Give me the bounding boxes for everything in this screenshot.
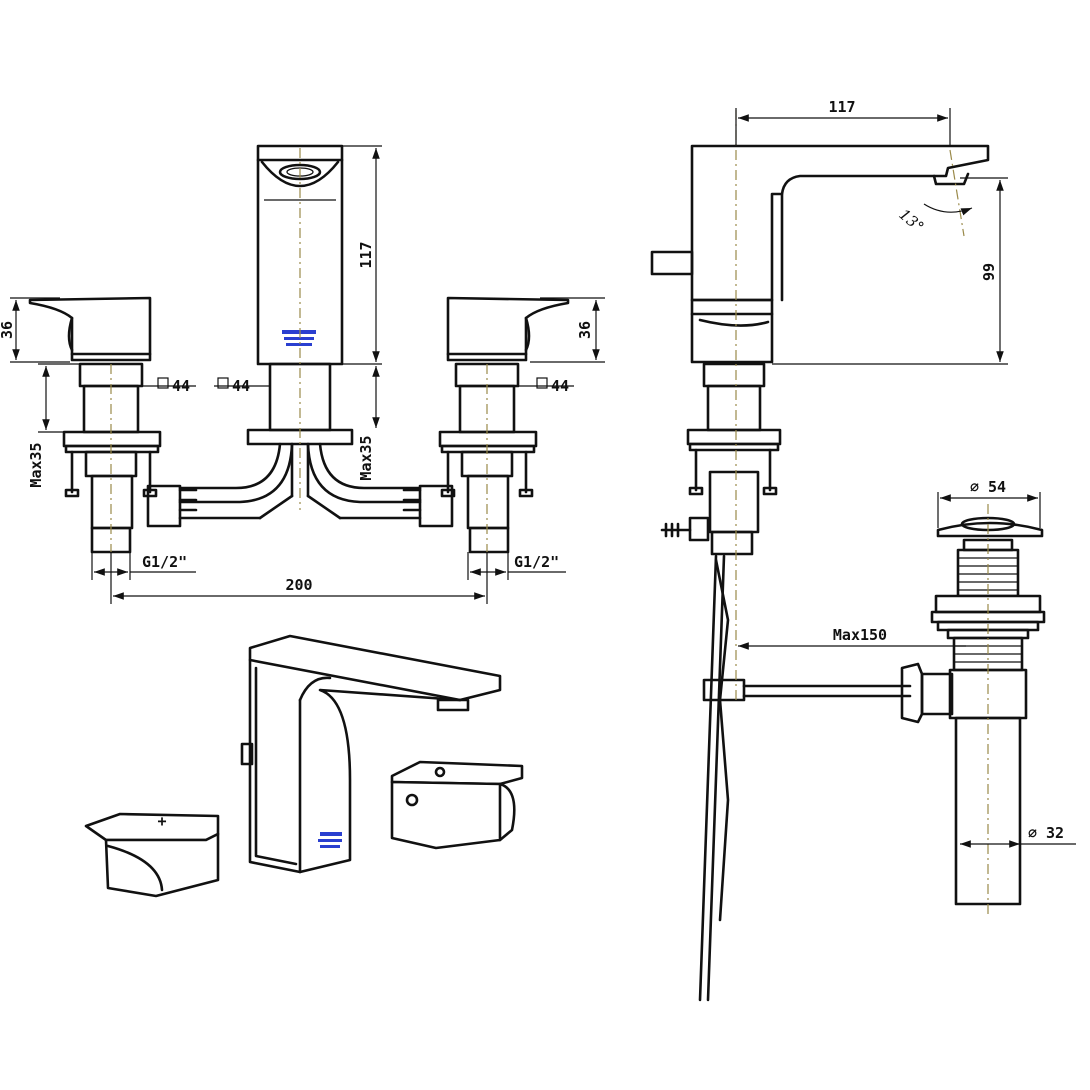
- drain-top-diameter-label: 54: [988, 478, 1006, 496]
- dimension-spout-height: 117: [342, 145, 382, 365]
- left-valve-body: [62, 362, 162, 554]
- dimension-pop-up-max: Max150: [738, 626, 966, 650]
- dimension-max-mount: Max35 Max35: [27, 363, 380, 488]
- left-square-label: 44: [172, 377, 190, 395]
- dimension-right-handle-height: 36: [530, 297, 605, 363]
- perspective-logo: [318, 832, 342, 848]
- pop-up-drain: ∅ 54 ∅ 32: [900, 478, 1076, 918]
- right-handle: [446, 296, 570, 362]
- spout-angle-label: 13°: [895, 205, 927, 236]
- dimension-drain-top: ∅ 54: [937, 478, 1041, 528]
- right-square-label: 44: [551, 377, 569, 395]
- drain-top-symbol: ∅: [970, 478, 979, 496]
- spout-height-label: 117: [357, 241, 375, 268]
- plus-mark: +: [157, 812, 166, 830]
- right-thread-label: G1/2": [514, 553, 559, 571]
- side-view: 117 99 13° Max150: [650, 98, 1008, 1002]
- center-square-label: 44: [232, 377, 250, 395]
- dimension-threads: G1/2" G1/2": [91, 552, 566, 580]
- left-handle-height-label: 36: [0, 321, 16, 339]
- spread-label: 200: [285, 576, 312, 594]
- center-max-mount-label: Max35: [357, 435, 375, 480]
- perspective-view: +: [84, 634, 524, 898]
- perspective-left-handle: +: [84, 812, 220, 898]
- spout-reach-label: 117: [828, 98, 855, 116]
- dimension-side-height: 99: [772, 177, 1008, 365]
- left-handle: [28, 296, 152, 362]
- side-height-label: 99: [980, 263, 998, 281]
- drain-tail-symbol: ∅: [1028, 824, 1037, 842]
- right-handle-height-label: 36: [576, 321, 594, 339]
- dimension-spread: 200: [110, 552, 488, 604]
- perspective-spout: [240, 634, 502, 874]
- dimension-drain-tail: ∅ 32: [960, 824, 1076, 848]
- side-body-below: [660, 362, 912, 1002]
- brand-logo: [282, 330, 316, 346]
- dimension-squares: 44 44 44: [142, 377, 574, 395]
- side-spout: [650, 144, 990, 364]
- spout-axis-line: [949, 149, 965, 237]
- dimension-left-handle-height: 36: [0, 297, 70, 363]
- left-max-mount-label: Max35: [27, 442, 45, 487]
- front-view: 117 36 36 44 44 44: [0, 144, 605, 604]
- right-valve-body: [438, 362, 538, 554]
- left-thread-label: G1/2": [142, 553, 187, 571]
- dimension-spout-angle: 13°: [895, 203, 973, 236]
- pop-up-max-label: Max150: [833, 626, 887, 644]
- drain-tail-diameter-label: 32: [1046, 824, 1064, 842]
- dimension-spout-reach: 117: [735, 98, 951, 146]
- perspective-right-handle: [390, 760, 524, 850]
